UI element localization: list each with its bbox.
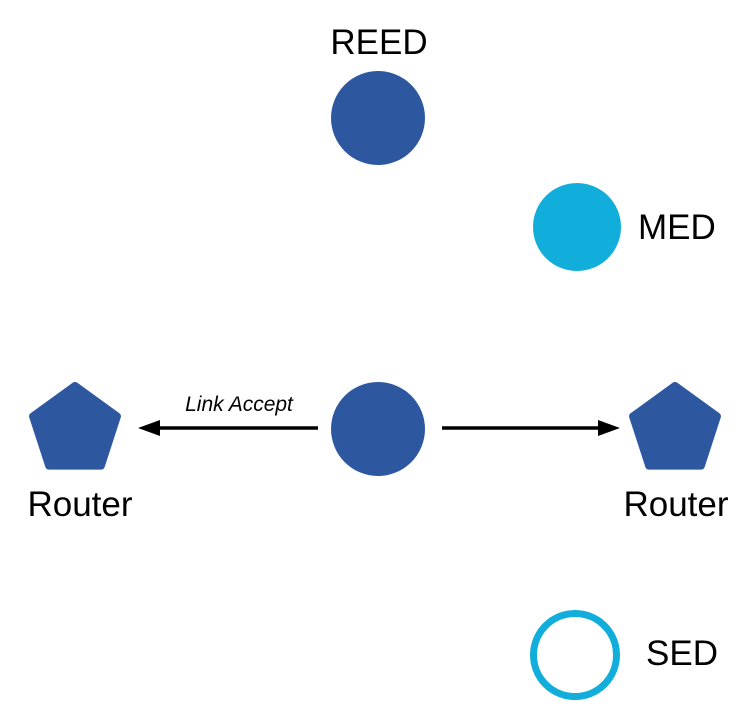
med-node-circle <box>533 183 621 271</box>
center-node-circle <box>331 382 425 476</box>
router-right-pentagon <box>629 382 721 470</box>
reed-node-label: REED <box>330 23 427 62</box>
right-arrow-head-icon <box>598 420 620 436</box>
router-left-label: Router <box>27 485 132 524</box>
router-right-label: Router <box>623 485 728 524</box>
sed-node-label: SED <box>646 634 718 673</box>
med-node-label: MED <box>638 208 716 247</box>
link-accept-edge-label: Link Accept <box>185 393 294 416</box>
router-left-pentagon <box>29 382 121 470</box>
left-arrow-head-icon <box>138 420 160 436</box>
sed-node-circle <box>530 610 620 700</box>
reed-node-circle <box>331 71 425 165</box>
